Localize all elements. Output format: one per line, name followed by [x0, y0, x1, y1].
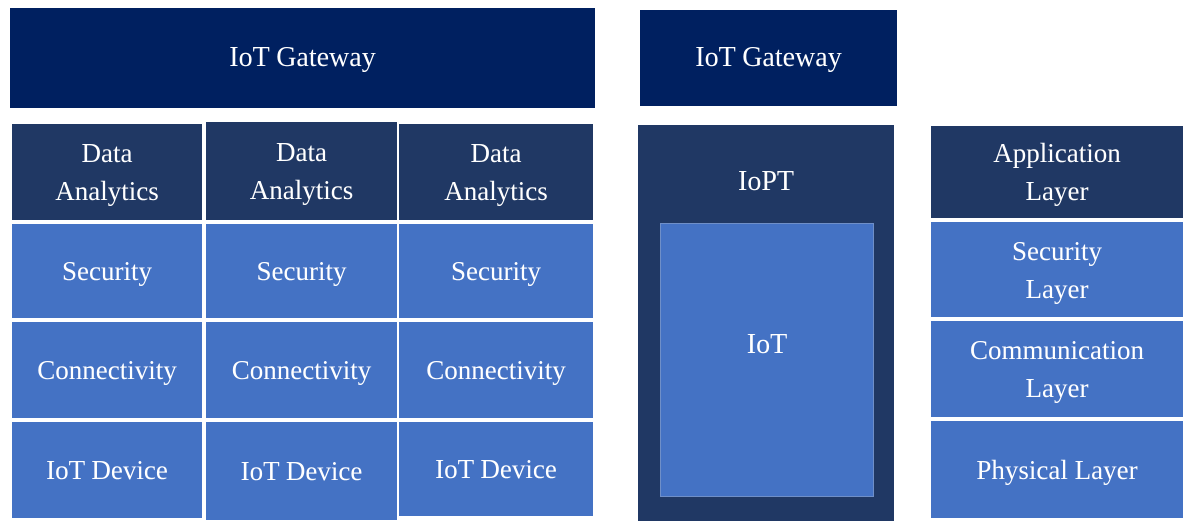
- stack-1-security-box: Security: [10, 222, 204, 320]
- stack-3-device-box: IoT Device: [397, 420, 595, 518]
- iopt-box: IoPT IoT: [638, 125, 894, 521]
- middle-gateway-box: IoT Gateway: [640, 10, 897, 106]
- stack-3-analytics-label: Data Analytics: [444, 138, 548, 206]
- stack-1-connectivity-box: Connectivity: [10, 320, 204, 420]
- stack-3-connectivity-label: Connectivity: [426, 355, 566, 385]
- stack-2-device-box: IoT Device: [204, 420, 399, 522]
- iot-inner-box: IoT: [660, 223, 874, 497]
- stack-2-connectivity-label: Connectivity: [231, 355, 372, 385]
- stack-3-device-label: IoT Device: [435, 454, 557, 484]
- stack-2-security-label: Security: [256, 256, 347, 286]
- stack-3-connectivity-box: Connectivity: [397, 320, 595, 420]
- security-layer-box: Security Layer: [929, 220, 1185, 319]
- middle-gateway-label: IoT Gateway: [695, 42, 842, 73]
- stack-2-connectivity-box: Connectivity: [204, 320, 399, 420]
- iopt-label: IoPT: [738, 166, 794, 197]
- physical-layer-box: Physical Layer: [929, 419, 1185, 520]
- communication-layer-box: Communication Layer: [929, 319, 1185, 419]
- stack-3-security-box: Security: [397, 222, 595, 320]
- stack-1-connectivity-label: Connectivity: [37, 355, 177, 385]
- stack-1-security-label: Security: [62, 256, 152, 286]
- stack-2-device-label: IoT Device: [240, 456, 363, 486]
- stack-2-security-box: Security: [204, 222, 399, 320]
- iot-inner-label: IoT: [746, 329, 788, 360]
- stack-3-analytics-box: Data Analytics: [397, 122, 595, 222]
- stack-2-analytics-box: Data Analytics: [204, 120, 399, 222]
- stack-1-analytics-box: Data Analytics: [10, 122, 204, 222]
- application-layer-box: Application Layer: [929, 124, 1185, 220]
- left-gateway-label: IoT Gateway: [229, 42, 376, 73]
- left-gateway-box: IoT Gateway: [10, 8, 595, 108]
- application-layer-label: Application Layer: [993, 138, 1121, 206]
- physical-layer-label: Physical Layer: [976, 454, 1138, 485]
- stack-1-analytics-label: Data Analytics: [55, 138, 159, 206]
- stack-3-security-label: Security: [451, 256, 541, 286]
- security-layer-label: Security Layer: [1012, 235, 1102, 304]
- stack-1-device-label: IoT Device: [46, 455, 168, 485]
- communication-layer-label: Communication Layer: [970, 335, 1144, 403]
- stack-1-device-box: IoT Device: [10, 420, 204, 520]
- stack-2-analytics-label: Data Analytics: [249, 137, 354, 205]
